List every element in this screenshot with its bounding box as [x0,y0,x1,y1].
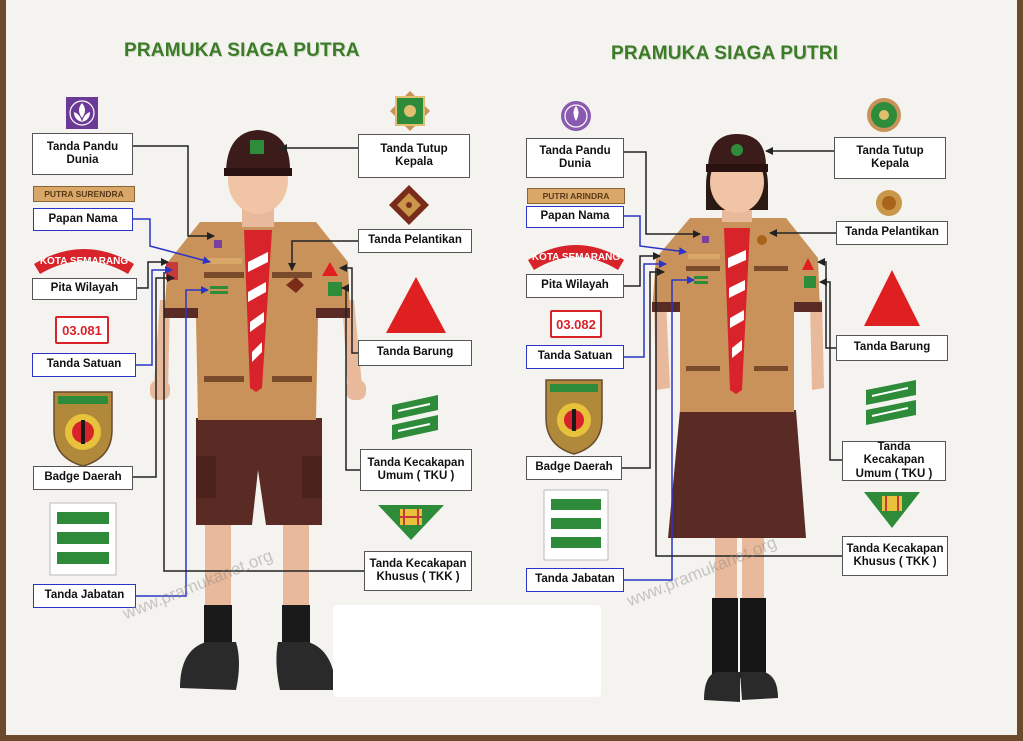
boy-shorts-pocket-right [302,456,322,498]
boy-label-tutup-kepala: Tanda Tutup Kepala [358,134,470,178]
girl-position-stripes-icon [543,489,609,561]
boy-left-arm [154,300,170,392]
boy-label-barung: Tanda Barung [358,340,472,366]
girl-region-ribbon-icon: KOTA SEMARANG [528,245,624,270]
boy-name-strip-worn [206,258,242,264]
boy-label-tku: Tanda Kecakapan Umum ( TKU ) [360,449,472,491]
boy-label-tanda-satuan: Tanda Satuan [32,353,136,377]
boy-right-shoe [276,642,336,690]
girl-name-strip: PUTRI ARINDRA [527,188,625,204]
boy-shorts [196,418,322,525]
girl-left-shoe [704,672,740,702]
girl-red-triangle-icon [864,270,920,326]
girl-right-sleeve-band [794,302,822,312]
girl-installation-badge-icon [876,190,902,216]
tkk-badge-icon [378,505,444,540]
boy-cap-badge [250,140,264,154]
boy-left-lower-pocket [204,376,244,382]
boy-name-strip: PUTRA SURENDRA [33,186,135,202]
girl-regional-badge-icon [545,379,603,455]
girl-unit-number: 03.082 [550,310,602,338]
world-scout-emblem-icon [66,97,98,129]
boy-wosm-pin [214,240,222,248]
white-patch [333,605,601,697]
boy-right-lower-pocket [272,376,312,382]
regional-badge-icon [53,391,113,467]
boy-left-pocket-flap [204,272,244,278]
boy-right-pocket-flap [272,272,312,278]
boy-shorts-pocket-left [196,456,216,498]
boy-unit-number: 03.081 [55,316,109,344]
girl-label-tanda-satuan: Tanda Satuan [526,345,624,369]
girl-right-arm [810,300,824,390]
girl-left-sleeve-band [652,302,680,312]
boy-sleeve-triangle [322,262,338,276]
girl-tku-stripes-icon [866,380,916,425]
boy-title: PRAMUKA SIAGA PUTRA [124,40,360,61]
girl-left-sock [712,598,738,678]
tku-stripes-icon [392,395,438,440]
red-triangle-icon [386,277,446,333]
girl-figure [652,134,824,702]
girl-cap-badge [731,144,743,156]
boy-sleeve-tku [328,282,342,296]
boy-leader-lines [133,144,364,597]
girl-label-badge-daerah: Badge Daerah [526,456,622,480]
boy-right-sleeve-band [316,308,350,318]
girl-label-pandu-dunia: Tanda Pandu Dunia [526,138,624,178]
girl-right-shoe [740,672,778,700]
girl-region-ribbon-text: KOTA SEMARANG [532,252,621,263]
boy-right-hand [346,380,366,400]
girl-label-barung: Tanda Barung [836,335,948,361]
boy-label-pandu-dunia: Tanda Pandu Dunia [32,133,133,175]
boy-label-tkk: Tanda Kecakapan Khusus ( TKK ) [364,551,472,591]
girl-label-tutup-kepala: Tanda Tutup Kepala [834,137,946,179]
boy-cap-brim [224,168,292,176]
girl-label-tkk: Tanda Kecakapan Khusus ( TKK ) [842,536,948,576]
boy-left-hand [150,380,170,400]
boy-label-tanda-jabatan: Tanda Jabatan [33,584,136,608]
girl-right-sock [740,598,766,678]
boy-label-pita-wilayah: Pita Wilayah [32,278,137,300]
girl-scarf [724,228,750,394]
position-stripes-icon [49,502,117,576]
girl-label-pelantikan: Tanda Pelantikan [836,221,948,245]
boy-scarf-stripes [248,252,268,362]
boy-label-papan-nama: Papan Nama [33,208,133,231]
boy-left-sleeve-band [164,308,198,318]
girl-left-arm [654,300,670,390]
boy-left-sock [204,605,232,645]
girl-title: PRAMUKA SIAGA PUTRI [611,43,839,64]
boy-region-ribbon-icon: KOTA SEMARANG [34,249,134,274]
girl-cap-badge-icon [867,98,901,132]
boy-figure [150,130,366,690]
girl-label-pita-wilayah: Pita Wilayah [526,274,624,298]
boy-installation-badge-worn [286,277,304,293]
girl-label-tanda-jabatan: Tanda Jabatan [526,568,624,592]
girl-leader-lines [622,147,842,581]
boy-left-shoe [180,642,239,690]
girl-tkk-badge-icon [864,492,920,528]
boy-region-ribbon-text: KOTA SEMARANG [40,256,129,267]
girl-world-scout-emblem-icon [561,101,591,131]
girl-label-papan-nama: Papan Nama [526,206,624,228]
girl-label-tku: Tanda Kecakapan Umum ( TKU ) [842,441,946,481]
boy-label-pelantikan: Tanda Pelantikan [358,229,472,253]
boy-right-sock [282,605,310,645]
installation-badge-icon [389,185,429,225]
cap-badge-icon [390,91,430,131]
girl-skirt [668,410,806,538]
boy-label-badge-daerah: Badge Daerah [33,466,133,490]
